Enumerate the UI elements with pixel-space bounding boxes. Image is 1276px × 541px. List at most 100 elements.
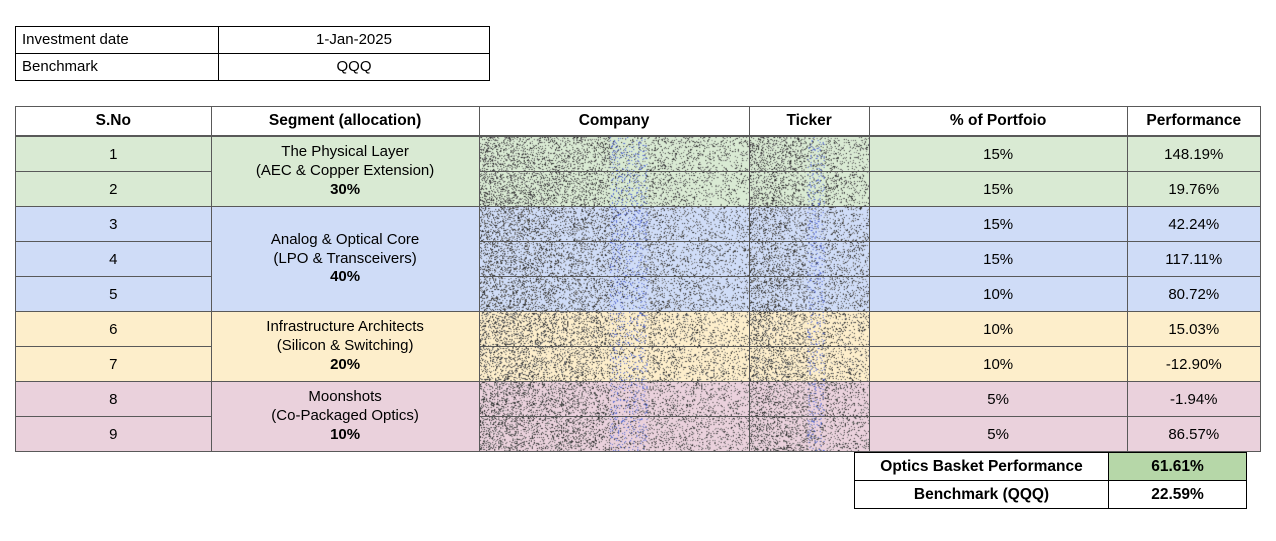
cell-sno: 7 — [15, 346, 212, 382]
redacted-content — [480, 207, 749, 241]
redacted-content — [480, 172, 749, 206]
segment-subtitle: (AEC & Copper Extension) — [255, 162, 435, 180]
redacted-content — [480, 347, 749, 381]
redacted-content — [480, 382, 749, 416]
cell-company — [478, 276, 750, 312]
table-row: 4 15%117.11% — [15, 241, 1261, 277]
segment-name: Analog & Optical Core — [270, 230, 420, 248]
redacted-content — [480, 312, 749, 346]
segment-name: Infrastructure Architects — [266, 318, 424, 336]
redacted-content — [750, 382, 869, 416]
portfolio-table: S.No Segment (allocation) Company Ticker… — [15, 106, 1261, 452]
redacted-content — [750, 207, 869, 241]
redacted-content — [480, 242, 749, 276]
cell-pct-of-portfolio: 10% — [868, 311, 1128, 347]
cell-company — [478, 416, 750, 452]
redacted-content — [750, 417, 869, 451]
cell-sno: 1 — [15, 135, 212, 172]
redacted-content — [750, 277, 869, 311]
cell-ticker — [748, 346, 870, 382]
segment-allocation: 20% — [330, 355, 361, 373]
cell-ticker — [748, 135, 870, 172]
cell-performance: 86.57% — [1126, 416, 1261, 452]
summary-value: 22.59% — [1108, 480, 1247, 509]
meta-value: QQQ — [218, 53, 490, 81]
meta-label: Investment date — [15, 26, 219, 54]
cell-company — [478, 171, 750, 207]
cell-pct-of-portfolio: 15% — [868, 135, 1128, 172]
cell-sno: 2 — [15, 171, 212, 207]
cell-performance: 15.03% — [1126, 311, 1261, 347]
cell-performance: 42.24% — [1126, 206, 1261, 242]
cell-performance: 117.11% — [1126, 241, 1261, 277]
segment-allocation: 30% — [330, 180, 361, 198]
column-header-ticker: Ticker — [748, 106, 870, 137]
cell-pct-of-portfolio: 5% — [868, 381, 1128, 417]
cell-company — [478, 135, 750, 172]
cell-ticker — [748, 241, 870, 277]
redacted-content — [750, 137, 869, 171]
cell-segment: Infrastructure Architects(Silicon & Swit… — [210, 311, 480, 382]
segment-subtitle: (Silicon & Switching) — [276, 337, 414, 355]
cell-sno: 5 — [15, 276, 212, 312]
cell-pct-of-portfolio: 10% — [868, 276, 1128, 312]
redacted-content — [480, 137, 749, 171]
cell-ticker — [748, 276, 870, 312]
cell-segment: Analog & Optical Core(LPO & Transceivers… — [210, 206, 480, 312]
cell-sno: 3 — [15, 206, 212, 242]
cell-segment: Moonshots(Co-Packaged Optics)10% — [210, 381, 480, 452]
column-header-sno: S.No — [15, 106, 212, 137]
cell-pct-of-portfolio: 5% — [868, 416, 1128, 452]
cell-company — [478, 381, 750, 417]
cell-performance: -1.94% — [1126, 381, 1261, 417]
summary-label: Optics Basket Performance — [854, 452, 1109, 481]
portfolio-table-head: S.No Segment (allocation) Company Ticker… — [15, 106, 1261, 137]
meta-value: 1-Jan-2025 — [218, 26, 490, 54]
column-header-pct-of-portfolio: % of Portfoio — [868, 106, 1128, 137]
cell-ticker — [748, 381, 870, 417]
segment-name: The Physical Layer — [281, 143, 409, 161]
header-row: S.No Segment (allocation) Company Ticker… — [15, 106, 1261, 137]
cell-company — [478, 206, 750, 242]
segment-allocation: 40% — [330, 268, 361, 286]
column-header-segment: Segment (allocation) — [210, 106, 480, 137]
segment-allocation: 10% — [330, 425, 361, 443]
summary-value: 61.61% — [1108, 452, 1247, 481]
column-header-company: Company — [478, 106, 750, 137]
cell-performance: 148.19% — [1126, 135, 1261, 172]
cell-pct-of-portfolio: 10% — [868, 346, 1128, 382]
redacted-content — [750, 242, 869, 276]
redacted-content — [750, 347, 869, 381]
cell-pct-of-portfolio: 15% — [868, 206, 1128, 242]
summary-row: Benchmark (QQQ)22.59% — [854, 480, 1247, 509]
redacted-content — [750, 172, 869, 206]
redacted-content — [480, 417, 749, 451]
column-header-performance: Performance — [1126, 106, 1261, 137]
cell-pct-of-portfolio: 15% — [868, 171, 1128, 207]
redacted-content — [480, 277, 749, 311]
cell-company — [478, 241, 750, 277]
cell-segment: The Physical Layer(AEC & Copper Extensio… — [210, 135, 480, 207]
cell-pct-of-portfolio: 15% — [868, 241, 1128, 277]
cell-sno: 8 — [15, 381, 212, 417]
segment-subtitle: (Co-Packaged Optics) — [271, 407, 419, 425]
segment-name: Moonshots — [308, 388, 382, 406]
cell-sno: 4 — [15, 241, 212, 277]
meta-label: Benchmark — [15, 53, 219, 81]
